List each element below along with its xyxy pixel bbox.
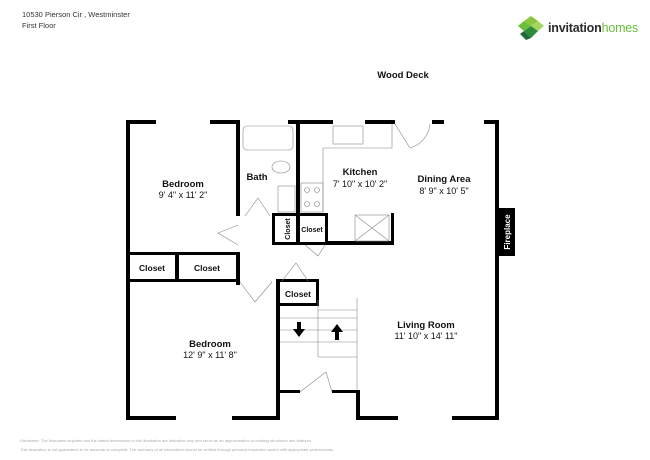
wood-deck-label: Wood Deck xyxy=(377,70,429,81)
address: 10530 Pierson Cir , Westminster xyxy=(22,10,130,19)
door-icon xyxy=(244,197,271,217)
disclaimer-line-2: This illustration is not guaranteed to b… xyxy=(20,447,335,452)
cabinet-icon xyxy=(354,214,390,242)
living-room-label: Living Room xyxy=(397,320,455,331)
arrow-down-icon xyxy=(293,329,305,337)
logo-word-invitation: invitation xyxy=(548,21,602,35)
door-icon xyxy=(239,281,273,303)
living-room-dims: 11' 10" x 14' 11" xyxy=(394,331,457,341)
disclaimer-line-1: Disclaimer: The floorplans depicted and … xyxy=(20,438,313,443)
closet-label: Closet xyxy=(285,289,311,299)
stairs xyxy=(280,298,358,390)
dining-label: Dining Area xyxy=(418,174,472,185)
bath-label: Bath xyxy=(246,172,267,183)
bedroom2-label: Bedroom xyxy=(189,339,231,350)
kitchen-dims: 7' 10" x 10' 2" xyxy=(333,179,387,189)
bedroom2-dims: 12' 9" x 11' 8" xyxy=(183,350,237,360)
walls xyxy=(126,120,499,420)
closet-label: Closet xyxy=(285,218,292,240)
closet-label: Closet xyxy=(194,263,220,273)
door-icon xyxy=(281,262,309,282)
door-icon xyxy=(304,244,326,257)
logo-word-homes: homes xyxy=(601,21,639,35)
toilet-icon xyxy=(271,160,291,174)
kitchen-label: Kitchen xyxy=(343,167,378,178)
invitation-homes-logo: invitationhomes xyxy=(518,16,638,40)
bedroom1-dims: 9' 4" x 11' 2" xyxy=(159,190,208,200)
door-icon xyxy=(217,224,239,246)
floor-label: First Floor xyxy=(22,21,56,30)
stove-icon xyxy=(300,182,324,213)
closet-label: Closet xyxy=(139,263,165,273)
closet-label: Closet xyxy=(301,227,323,234)
fixtures xyxy=(217,123,431,393)
arrow-up-icon xyxy=(331,324,343,332)
bedroom1-label: Bedroom xyxy=(162,179,204,190)
door-icon xyxy=(299,371,333,393)
dining-dims: 8' 9" x 10' 5" xyxy=(419,186,468,196)
logo-mark-icon xyxy=(518,16,544,40)
bathtub-icon xyxy=(242,125,294,151)
sink-icon xyxy=(277,185,296,213)
fireplace xyxy=(498,208,515,256)
kitchen-sink-icon xyxy=(332,125,364,145)
door-icon xyxy=(394,123,431,149)
fireplace-label: Fireplace xyxy=(503,214,512,250)
